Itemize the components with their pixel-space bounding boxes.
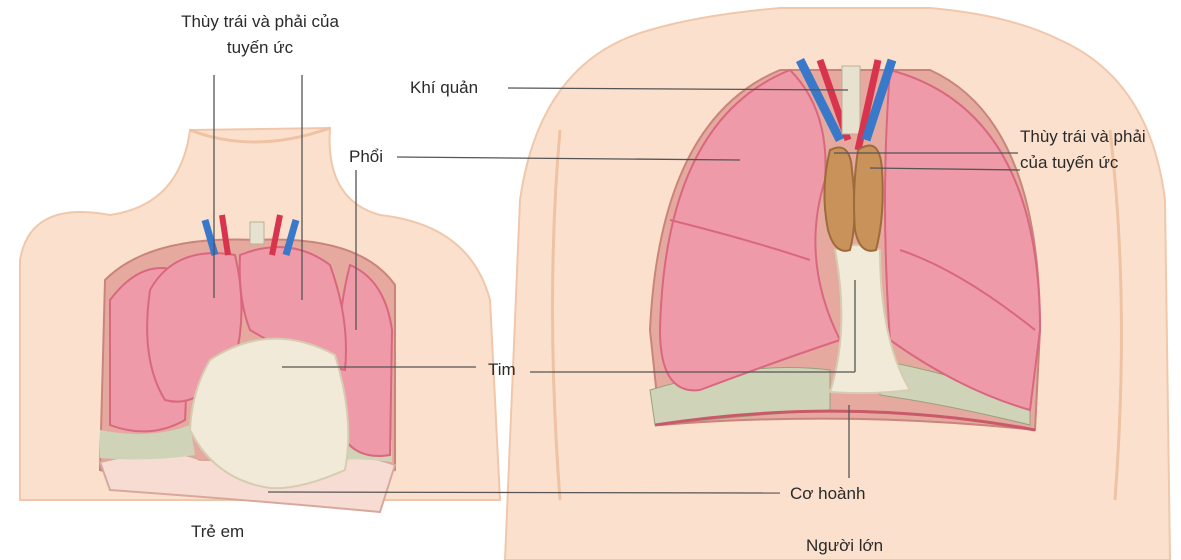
child-trachea (250, 222, 264, 244)
label-child-thymus: Thùy trái và phải của tuyến ức (180, 9, 340, 61)
adult-thymus-left-lobe (824, 148, 854, 251)
caption-child: Trẻ em (191, 519, 244, 545)
label-trachea: Khí quản (410, 75, 478, 101)
adult-thymus-right-lobe (854, 146, 883, 251)
label-lung: Phổi (349, 144, 383, 170)
label-adult-thymus: Thùy trái và phải của tuyến ức (1020, 124, 1170, 176)
child-figure (20, 128, 500, 512)
label-diaphragm: Cơ hoành (790, 481, 865, 507)
caption-adult: Người lớn (806, 533, 883, 559)
adult-figure (505, 8, 1170, 560)
adult-trachea (842, 66, 860, 134)
label-heart: Tim (488, 357, 516, 383)
